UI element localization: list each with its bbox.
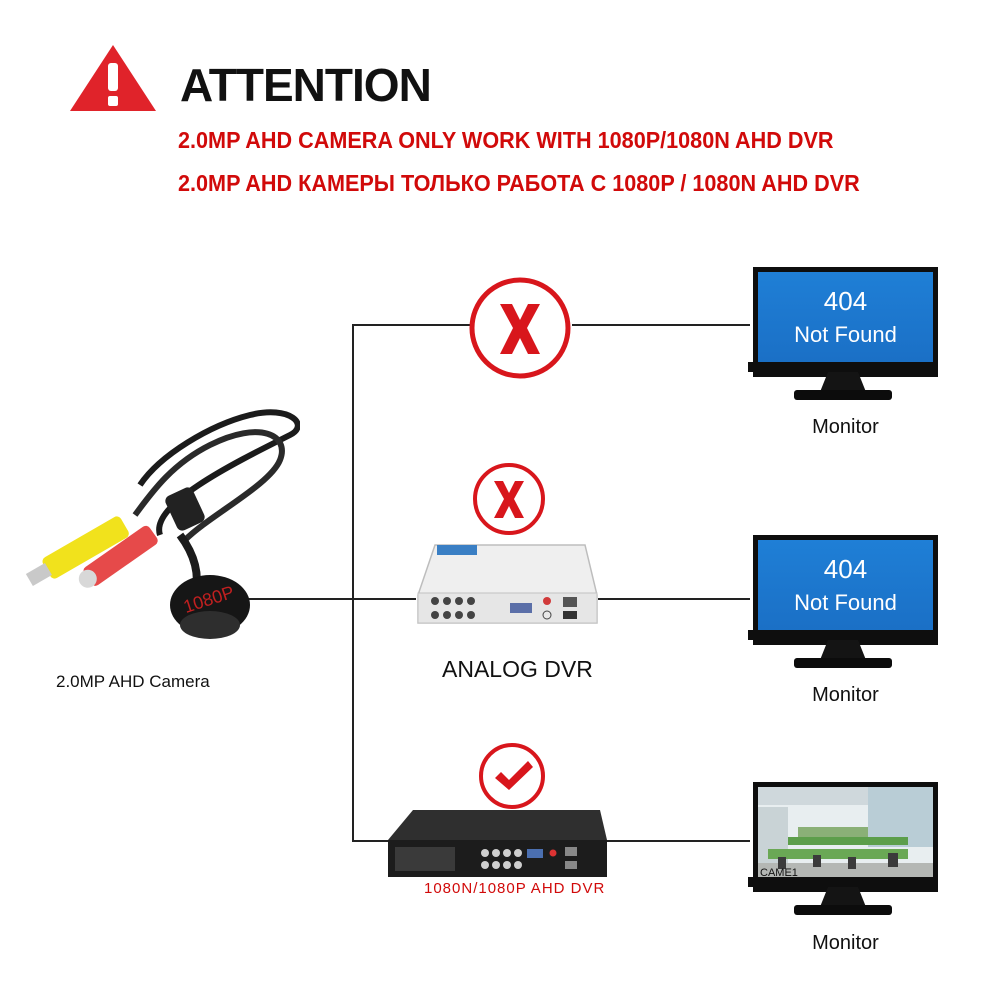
wire-camera-to-analog xyxy=(248,598,416,600)
page-title: ATTENTION xyxy=(180,59,432,111)
wire-bottom-left xyxy=(352,840,388,842)
screen-error-code: 404 xyxy=(823,286,868,316)
check-mark-icon xyxy=(479,743,545,809)
warning-triangle-icon xyxy=(70,45,156,111)
monitor-stand xyxy=(748,630,938,668)
warning-text-en: 2.0MP AHD CAMERA ONLY WORK WITH 1080P/10… xyxy=(178,127,834,153)
wire-top-right xyxy=(572,324,750,326)
wire-ahd-to-monitor xyxy=(606,840,750,842)
screen-error-code: 404 xyxy=(823,554,868,584)
monitor-label: Monitor xyxy=(812,416,879,438)
monitor-stand xyxy=(748,877,938,915)
monitor-screen: 404 Not Found xyxy=(753,267,938,377)
wire-analog-to-monitor xyxy=(598,598,750,600)
analog-dvr-illustration xyxy=(417,544,598,624)
screen-error-text: Not Found xyxy=(794,590,897,615)
screen-error-text: Not Found xyxy=(794,322,897,347)
wire-trunk-vertical xyxy=(352,324,354,842)
monitor-1: 404 Not Found xyxy=(748,262,943,412)
cross-mark-icon xyxy=(473,463,545,535)
monitor-label: Monitor xyxy=(812,684,879,706)
cross-mark-icon xyxy=(469,277,571,379)
warning-text-ru: 2.0MP AHD КАМЕРЫ ТОЛЬКО РАБОТА С 1080P /… xyxy=(178,170,860,196)
camera-channel-overlay: CAME1 xyxy=(760,867,798,879)
analog-dvr-label: ANALOG DVR xyxy=(442,656,593,682)
monitor-stand xyxy=(748,362,938,400)
camera-label: 2.0MP AHD Camera xyxy=(56,672,210,691)
office-scene-image xyxy=(758,787,933,887)
ahd-dvr-label: 1080N/1080P AHD DVR xyxy=(424,880,606,897)
monitor-label: Monitor xyxy=(812,932,879,954)
monitor-2: 404 Not Found xyxy=(748,530,943,680)
camera-illustration: 1080P xyxy=(25,409,300,639)
ahd-dvr-illustration xyxy=(388,810,607,877)
monitor-screen-camera-feed: CAME1 xyxy=(753,782,938,892)
monitor-3: CAME1 xyxy=(748,777,943,927)
monitor-screen: 404 Not Found xyxy=(753,535,938,645)
wire-top-left xyxy=(352,324,470,326)
